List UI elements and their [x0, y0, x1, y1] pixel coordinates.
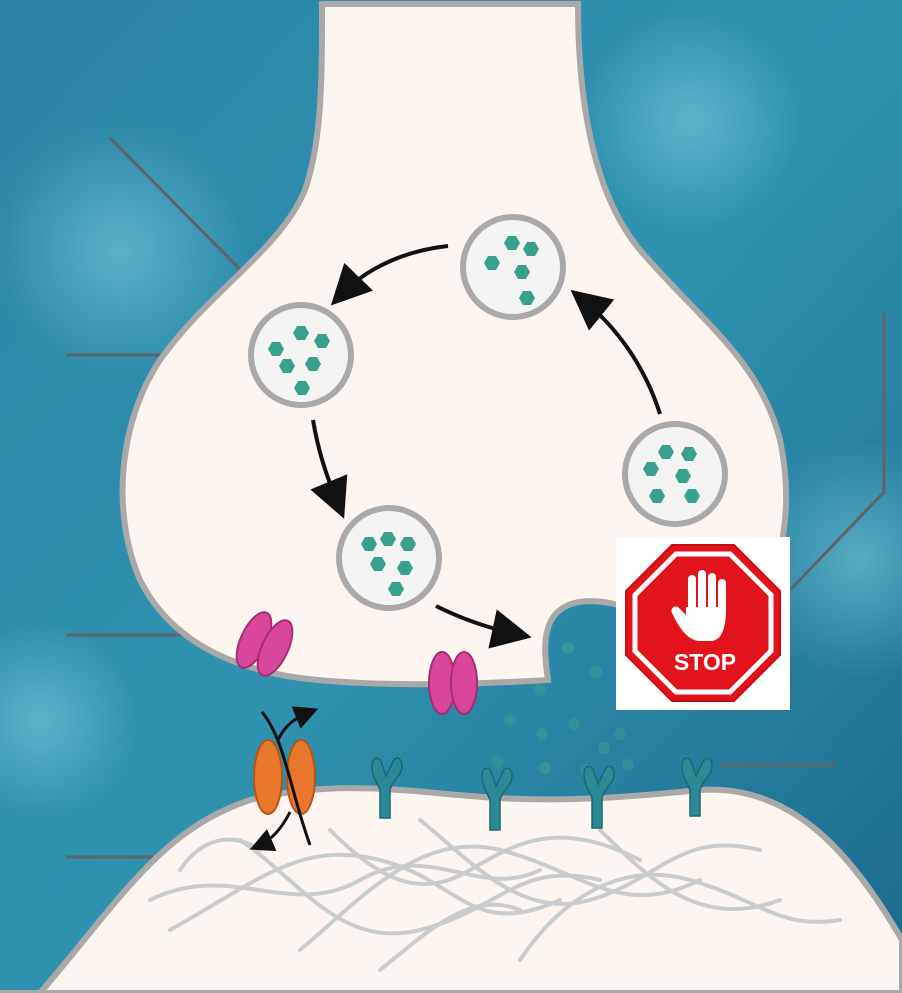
vesicle	[625, 424, 725, 524]
stop-sign: STOP	[616, 537, 790, 710]
vesicle	[463, 217, 563, 317]
vesicle	[339, 508, 439, 608]
stop-text: STOP	[674, 649, 736, 675]
vesicle	[251, 305, 351, 405]
background-cell	[580, 10, 800, 230]
